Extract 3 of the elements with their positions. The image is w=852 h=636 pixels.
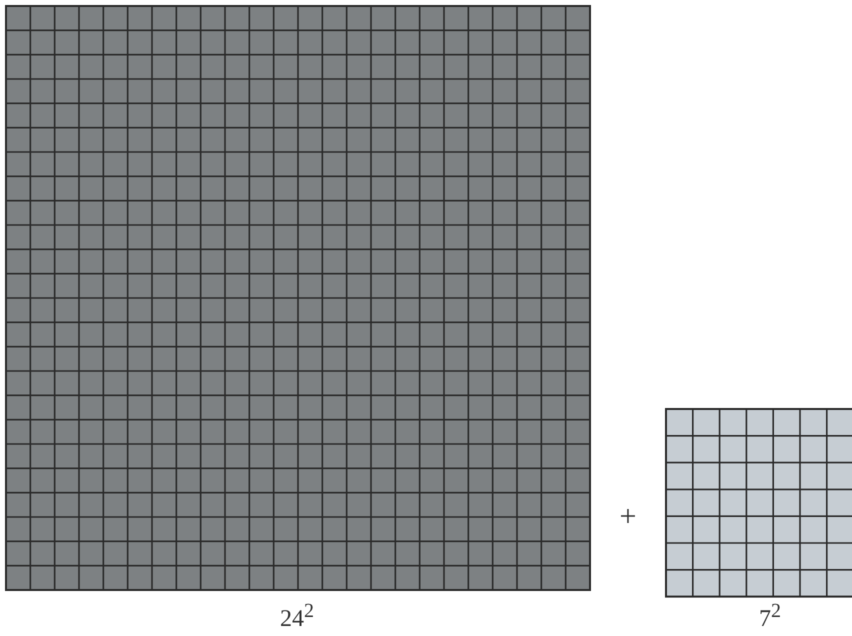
grid-label: 24$^{2}$ (280, 600, 314, 633)
plus-sign: + (620, 500, 636, 534)
grid-label: 7$^{2}$ (759, 600, 781, 633)
